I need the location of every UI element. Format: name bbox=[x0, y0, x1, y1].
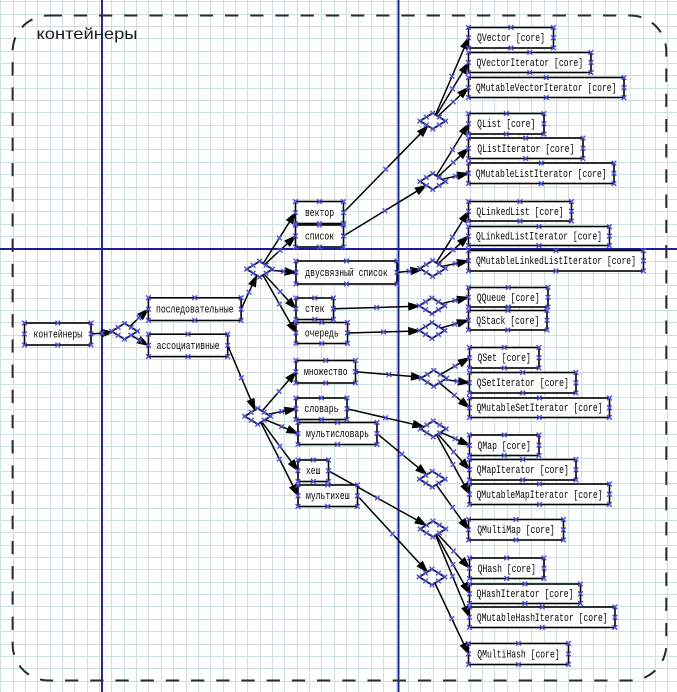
svg-text:хеш: хеш bbox=[306, 466, 321, 478]
svg-text:множество: множество bbox=[304, 367, 348, 379]
svg-text:QMutableVectorIterator [core]: QMutableVectorIterator [core] bbox=[476, 83, 617, 95]
svg-text:QVector [core]: QVector [core] bbox=[477, 33, 545, 45]
svg-text:QHashIterator [core]: QHashIterator [core] bbox=[477, 589, 574, 601]
svg-text:мультисловарь: мультисловарь bbox=[306, 429, 369, 441]
svg-text:QVectorIterator [core]: QVectorIterator [core] bbox=[476, 58, 583, 70]
svg-text:QQueue [core]: QQueue [core] bbox=[477, 293, 540, 305]
svg-text:QMutableMapIterator [core]: QMutableMapIterator [core] bbox=[476, 490, 602, 502]
svg-text:мультихеш: мультихеш bbox=[306, 491, 350, 503]
svg-text:QMutableLinkedListIterator [co: QMutableLinkedListIterator [core] bbox=[476, 256, 636, 268]
svg-text:QHash [core]: QHash [core] bbox=[478, 564, 536, 576]
svg-text:QMultiMap [core]: QMultiMap [core] bbox=[477, 525, 555, 537]
svg-text:QMap [core]: QMap [core] bbox=[478, 441, 531, 453]
svg-text:QMutableSetIterator [core]: QMutableSetIterator [core] bbox=[476, 403, 602, 415]
svg-text:QMultiHash [core]: QMultiHash [core] bbox=[477, 650, 559, 662]
svg-text:список: список bbox=[305, 232, 334, 244]
svg-text:QMapIterator [core]: QMapIterator [core] bbox=[477, 465, 569, 477]
svg-text:последовательные: последовательные bbox=[156, 305, 234, 317]
svg-text:очередь: очередь bbox=[305, 329, 339, 341]
svg-text:QLinkedListIterator [core]: QLinkedListIterator [core] bbox=[476, 232, 602, 244]
svg-text:стек: стек bbox=[305, 304, 324, 316]
svg-text:словарь: словарь bbox=[305, 404, 339, 416]
svg-text:QListIterator [core]: QListIterator [core] bbox=[477, 144, 574, 156]
svg-text:QLinkedList [core]: QLinkedList [core] bbox=[476, 207, 563, 219]
svg-text:контейнеры: контейнеры bbox=[37, 26, 138, 43]
svg-text:QMutableHashIterator [core]: QMutableHashIterator [core] bbox=[477, 613, 608, 625]
svg-text:контейнеры: контейнеры bbox=[34, 330, 83, 342]
svg-text:двусвязный список: двусвязный список bbox=[305, 268, 387, 280]
svg-text:вектор: вектор bbox=[305, 208, 334, 220]
svg-text:ассоциативные: ассоциативные bbox=[157, 341, 220, 353]
svg-text:QStack [core]: QStack [core] bbox=[476, 316, 539, 328]
svg-text:QSet [core]: QSet [core] bbox=[478, 353, 531, 365]
svg-text:QList [core]: QList [core] bbox=[477, 119, 535, 131]
svg-text:QSetIterator [core]: QSetIterator [core] bbox=[477, 378, 569, 390]
svg-text:QMutableListIterator [core]: QMutableListIterator [core] bbox=[476, 169, 607, 181]
